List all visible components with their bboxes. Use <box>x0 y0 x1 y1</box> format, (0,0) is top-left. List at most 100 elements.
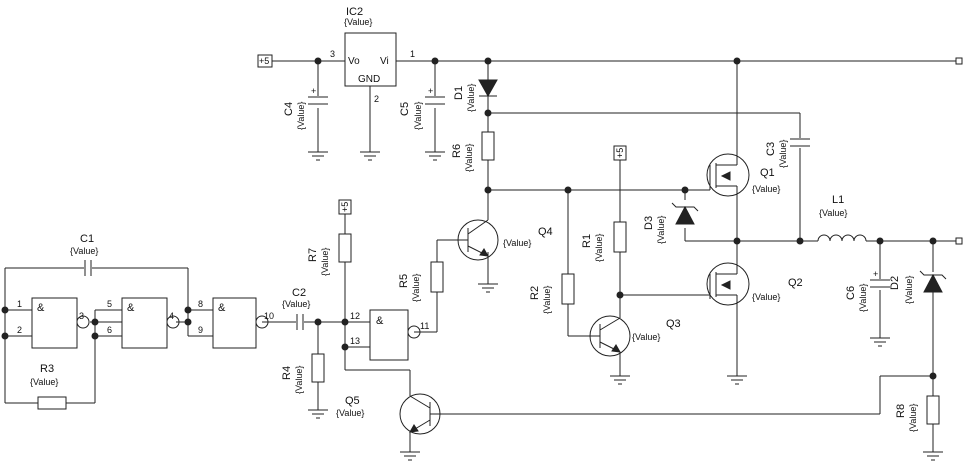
svg-text:+5: +5 <box>340 202 350 212</box>
junction-dot-icon <box>876 237 884 245</box>
svg-text:10: 10 <box>264 311 274 321</box>
svg-text:{Value}: {Value} <box>294 366 304 394</box>
capacitor-c1[interactable]: C1 {Value} <box>70 233 98 276</box>
svg-text:R1: R1 <box>581 234 593 248</box>
svg-text:+: + <box>873 269 878 279</box>
junction-dot-icon <box>314 57 322 65</box>
ground-icon <box>400 451 420 461</box>
svg-text:2: 2 <box>17 325 22 335</box>
resistor-r1[interactable]: R1 {Value} <box>581 221 627 262</box>
resistor-r3[interactable]: R3 {Value} <box>30 363 67 410</box>
junction-dot-icon <box>341 343 349 351</box>
svg-text:3: 3 <box>79 311 84 321</box>
svg-text:6: 6 <box>107 325 112 335</box>
junction-dot-icon <box>341 318 349 326</box>
capacitor-c4[interactable]: + C4 {Value} <box>283 86 328 130</box>
resistor-r6[interactable]: R6 {Value} <box>451 131 495 172</box>
diode-d1[interactable]: D1 {Value} <box>453 79 498 112</box>
bjt-q5[interactable]: Q5 {Value} <box>336 393 441 435</box>
svg-text:Q5: Q5 <box>345 395 360 407</box>
svg-text:R3: R3 <box>40 363 54 375</box>
junction-dot-icon <box>681 186 689 194</box>
vcc-flag-icon: +5 <box>257 54 273 68</box>
ground-icon <box>478 283 498 293</box>
svg-text:{Value}: {Value} <box>464 144 474 172</box>
mosfet-q1[interactable]: Q1 {Value} <box>706 153 780 197</box>
svg-text:{Value}: {Value} <box>778 140 788 168</box>
svg-text:12: 12 <box>350 311 360 321</box>
junction-dot-icon <box>564 186 572 194</box>
resistor-r4[interactable]: R4 {Value} <box>281 353 325 394</box>
output-terminal[interactable] <box>955 237 963 245</box>
resistor-r8[interactable]: R8 {Value} <box>895 395 940 432</box>
bjt-q3[interactable]: Q3 {Value} <box>589 315 681 357</box>
ic2-pin-gnd: GND <box>358 74 380 85</box>
svg-text:&: & <box>127 302 135 314</box>
nand-gate-4[interactable]: & 12 13 11 <box>350 309 429 361</box>
bjt-q4[interactable]: Q4 {Value} <box>457 219 553 261</box>
ic2-pin-vo: Vo <box>348 56 360 67</box>
mosfet-q2[interactable]: Q2 {Value} <box>706 262 803 306</box>
svg-text:{Value}: {Value} <box>632 332 660 342</box>
nand-gate-1[interactable]: & 1 2 3 <box>17 297 90 349</box>
ic2-num-vi: 1 <box>410 49 415 59</box>
svg-text:{Value}: {Value} <box>819 208 847 218</box>
svg-text:C3: C3 <box>765 142 777 156</box>
grounds <box>308 151 943 461</box>
svg-text:{Value}: {Value} <box>594 234 604 262</box>
svg-text:{Value}: {Value} <box>320 248 330 276</box>
svg-text:+5: +5 <box>259 56 269 66</box>
svg-text:&: & <box>218 302 226 314</box>
svg-text:C1: C1 <box>80 233 94 245</box>
capacitor-c5[interactable]: + C5 {Value} <box>399 86 445 130</box>
capacitor-c2[interactable]: C2 {Value} <box>282 287 310 330</box>
svg-text:Q3: Q3 <box>666 318 681 330</box>
svg-text:{Value}: {Value} <box>542 286 552 314</box>
ground-icon <box>923 451 943 461</box>
svg-text:C4: C4 <box>283 102 295 116</box>
svg-text:D1: D1 <box>453 86 465 100</box>
junction-dot-icon <box>796 237 804 245</box>
resistor-r7[interactable]: R7 {Value} <box>307 233 352 276</box>
resistor-r5[interactable]: R5 {Value} <box>398 261 444 302</box>
junction-dot-icon <box>314 318 322 326</box>
ic2-pin-vi: Vi <box>380 56 389 67</box>
svg-text:R4: R4 <box>281 366 293 380</box>
svg-text:{Value}: {Value} <box>411 274 421 302</box>
capacitor-c3[interactable]: C3 {Value} <box>765 138 810 168</box>
svg-text:Q4: Q4 <box>538 226 553 238</box>
svg-text:+5: +5 <box>615 148 625 158</box>
junction-dot-icon <box>484 186 492 194</box>
svg-text:C2: C2 <box>292 287 306 299</box>
ground-icon <box>308 409 328 419</box>
junction-dot-icon <box>929 372 937 380</box>
nand-gate-3[interactable]: & 8 9 10 <box>198 297 274 349</box>
svg-text:C5: C5 <box>399 102 411 116</box>
output-terminal[interactable] <box>955 57 963 65</box>
svg-text:{Value}: {Value} <box>282 299 310 309</box>
inductor-l1[interactable]: L1 {Value} <box>817 194 868 242</box>
svg-text:{Value}: {Value} <box>503 238 531 248</box>
svg-text:8: 8 <box>198 299 203 309</box>
junction-dot-icon <box>91 332 99 340</box>
junction-dot-icon <box>1 306 9 314</box>
svg-text:{Value}: {Value} <box>752 184 780 194</box>
zener-diode-d3[interactable]: D3 {Value} <box>643 202 699 244</box>
svg-text:9: 9 <box>198 325 203 335</box>
junction-dot-icon <box>733 57 741 65</box>
svg-text:{Value}: {Value} <box>656 216 666 244</box>
zener-diode-d2[interactable]: D2 {Value} <box>889 270 947 304</box>
ground-icon <box>610 375 630 385</box>
svg-text:+: + <box>311 86 316 96</box>
capacitor-c6[interactable]: + C6 {Value} <box>845 269 890 312</box>
ic2-regulator[interactable]: IC2 {Value} Vo Vi GND 3 1 2 <box>330 6 415 104</box>
junction-dot-icon <box>431 57 439 65</box>
svg-text:R8: R8 <box>895 404 907 418</box>
svg-text:R6: R6 <box>451 144 463 158</box>
vcc-flag-icon: +5 <box>613 145 627 161</box>
svg-text:{Value}: {Value} <box>904 276 914 304</box>
resistor-r2[interactable]: R2 {Value} <box>529 273 575 314</box>
svg-text:+: + <box>428 86 433 96</box>
nand-gate-2[interactable]: & 5 6 4 <box>107 297 180 349</box>
